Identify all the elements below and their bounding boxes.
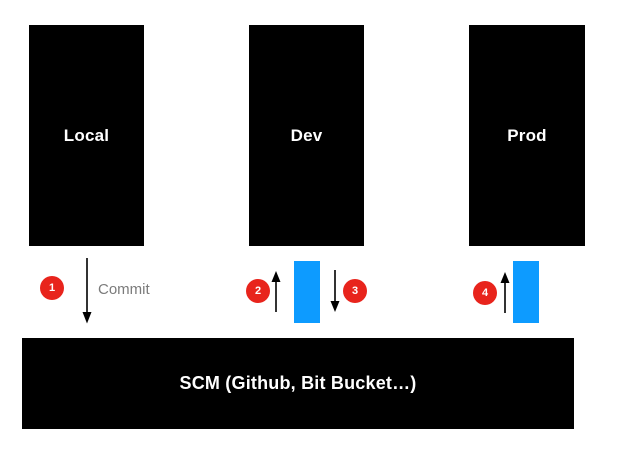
prod-environment-label: Prod <box>507 125 547 145</box>
commit-down-arrow-icon <box>82 258 92 324</box>
prod-pull-up-arrow-icon <box>500 272 510 313</box>
dev-pull-up-arrow-icon <box>271 271 281 312</box>
scm-label: SCM (Github, Bit Bucket…) <box>179 373 417 393</box>
dev-pipeline-bar <box>294 261 320 323</box>
prod-environment-box: Prod <box>469 25 585 246</box>
step-3-badge: 3 <box>343 279 367 303</box>
scm-box: SCM (Github, Bit Bucket…) <box>22 338 574 429</box>
dev-push-down-arrow-icon <box>330 270 340 312</box>
step-2-badge: 2 <box>246 279 270 303</box>
dev-environment-label: Dev <box>290 125 323 145</box>
dev-environment-box: Dev <box>249 25 364 246</box>
step-1-badge: 1 <box>40 276 64 300</box>
local-environment-box: Local <box>29 25 144 246</box>
local-environment-label: Local <box>63 125 110 145</box>
prod-pipeline-bar <box>513 261 539 323</box>
commit-label: Commit <box>98 281 150 298</box>
step-4-badge: 4 <box>473 281 497 305</box>
